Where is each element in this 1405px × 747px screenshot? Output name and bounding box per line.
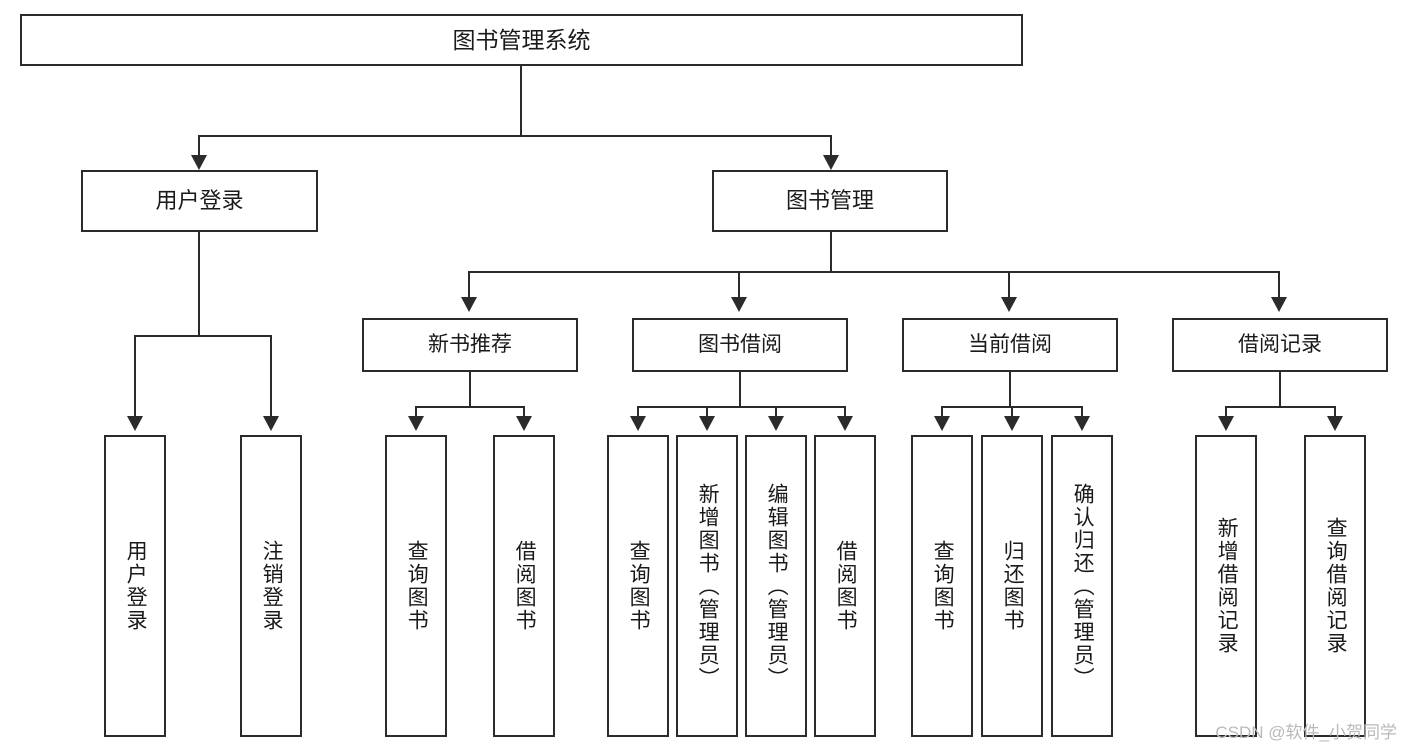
node-leaf-query-book-3[interactable]: 查询图书: [911, 435, 973, 737]
node-leaf-user-login[interactable]: 用户登录: [104, 435, 166, 737]
arrow-to-leaf-query-book-3: [934, 416, 950, 431]
arrow-to-leaf-add-book-admin: [699, 416, 715, 431]
connector-user-login-bar: [134, 335, 271, 337]
arrow-to-current-borrow: [1001, 297, 1017, 312]
connector-br-child-2: [1334, 406, 1336, 418]
node-label: 借阅记录: [1238, 332, 1322, 356]
node-leaf-query-borrow-record[interactable]: 查询借阅记录: [1304, 435, 1366, 737]
connector-user-login-stem: [198, 232, 200, 335]
connector-book-management-stem: [830, 232, 832, 271]
node-label: 编辑图书（管理员）: [765, 482, 789, 690]
connector-cb-child-1: [941, 406, 943, 418]
connector-root-to-book-management: [830, 135, 832, 157]
arrow-to-leaf-logout-login: [263, 416, 279, 431]
node-leaf-add-book-admin[interactable]: 新增图书（管理员）: [676, 435, 738, 737]
node-label: 用户登录: [155, 188, 244, 214]
connector-bm-child-1: [468, 271, 470, 299]
node-label: 归还图书: [1001, 540, 1025, 632]
arrow-to-leaf-edit-book-admin: [768, 416, 784, 431]
connector-bb-child-2: [706, 406, 708, 418]
arrow-to-leaf-query-book-1: [408, 416, 424, 431]
node-borrow-record[interactable]: 借阅记录: [1172, 318, 1388, 372]
node-user-login[interactable]: 用户登录: [81, 170, 318, 232]
node-label: 借阅图书: [513, 540, 537, 632]
connector-nbr-child-2: [523, 406, 525, 418]
node-label: 图书借阅: [698, 332, 782, 356]
arrow-to-leaf-borrow-book-2: [837, 416, 853, 431]
connector-cb-child-3: [1081, 406, 1083, 418]
node-label: 确认归还（管理员）: [1071, 482, 1095, 690]
node-label: 图书管理: [785, 188, 874, 214]
arrow-to-leaf-borrow-book-1: [516, 416, 532, 431]
connector-nbr-bar: [415, 406, 524, 408]
connector-bb-child-3: [775, 406, 777, 418]
connector-user-login-child-1: [134, 335, 136, 418]
connector-nbr-child-1: [415, 406, 417, 418]
arrow-to-borrow-record: [1271, 297, 1287, 312]
connector-cb-stem: [1009, 372, 1011, 406]
node-label: 查询图书: [627, 540, 651, 632]
node-leaf-add-borrow-record[interactable]: 新增借阅记录: [1195, 435, 1257, 737]
node-label: 注销登录: [260, 540, 284, 632]
arrow-to-leaf-user-login: [127, 416, 143, 431]
node-root-system[interactable]: 图书管理系统: [20, 14, 1023, 66]
node-new-book-recommend[interactable]: 新书推荐: [362, 318, 578, 372]
node-book-management[interactable]: 图书管理: [712, 170, 948, 232]
arrow-to-leaf-query-borrow-record: [1327, 416, 1343, 431]
connector-root-bar: [198, 135, 832, 137]
node-label: 新增图书（管理员）: [696, 482, 720, 690]
connector-root-to-user-login: [198, 135, 200, 157]
connector-bb-child-4: [844, 406, 846, 418]
connector-br-bar: [1225, 406, 1335, 408]
node-leaf-logout-login[interactable]: 注销登录: [240, 435, 302, 737]
node-label: 借阅图书: [834, 540, 858, 632]
node-current-borrow[interactable]: 当前借阅: [902, 318, 1118, 372]
arrow-to-leaf-add-borrow-record: [1218, 416, 1234, 431]
node-leaf-query-book-1[interactable]: 查询图书: [385, 435, 447, 737]
arrow-to-book-management: [823, 155, 839, 170]
connector-br-stem: [1279, 372, 1281, 406]
node-label: 查询图书: [931, 540, 955, 632]
arrow-to-leaf-confirm-return-admin: [1074, 416, 1090, 431]
node-label: 新书推荐: [428, 332, 512, 356]
node-leaf-confirm-return-admin[interactable]: 确认归还（管理员）: [1051, 435, 1113, 737]
connector-bm-child-3: [1008, 271, 1010, 299]
arrow-to-leaf-return-book: [1004, 416, 1020, 431]
node-label: 用户登录: [124, 540, 148, 632]
node-label: 新增借阅记录: [1215, 517, 1239, 655]
connector-nbr-stem: [469, 372, 471, 406]
node-leaf-borrow-book-1[interactable]: 借阅图书: [493, 435, 555, 737]
connector-book-management-bar: [468, 271, 1280, 273]
node-book-borrow[interactable]: 图书借阅: [632, 318, 848, 372]
node-label: 查询借阅记录: [1324, 517, 1348, 655]
connector-bb-bar: [637, 406, 845, 408]
arrow-to-leaf-query-book-2: [630, 416, 646, 431]
node-label: 图书管理系统: [452, 26, 591, 53]
node-label: 当前借阅: [968, 332, 1052, 356]
node-leaf-borrow-book-2[interactable]: 借阅图书: [814, 435, 876, 737]
connector-bb-stem: [739, 372, 741, 406]
node-leaf-query-book-2[interactable]: 查询图书: [607, 435, 669, 737]
connector-bb-child-1: [637, 406, 639, 418]
node-leaf-return-book[interactable]: 归还图书: [981, 435, 1043, 737]
arrow-to-new-book-recommend: [461, 297, 477, 312]
arrow-to-book-borrow: [731, 297, 747, 312]
node-label: 查询图书: [405, 540, 429, 632]
connector-br-child-1: [1225, 406, 1227, 418]
connector-bm-child-2: [738, 271, 740, 299]
connector-bm-child-4: [1278, 271, 1280, 299]
connector-root-stem: [520, 66, 522, 135]
arrow-to-user-login: [191, 155, 207, 170]
connector-cb-child-2: [1011, 406, 1013, 418]
connector-user-login-child-2: [270, 335, 272, 418]
node-leaf-edit-book-admin[interactable]: 编辑图书（管理员）: [745, 435, 807, 737]
